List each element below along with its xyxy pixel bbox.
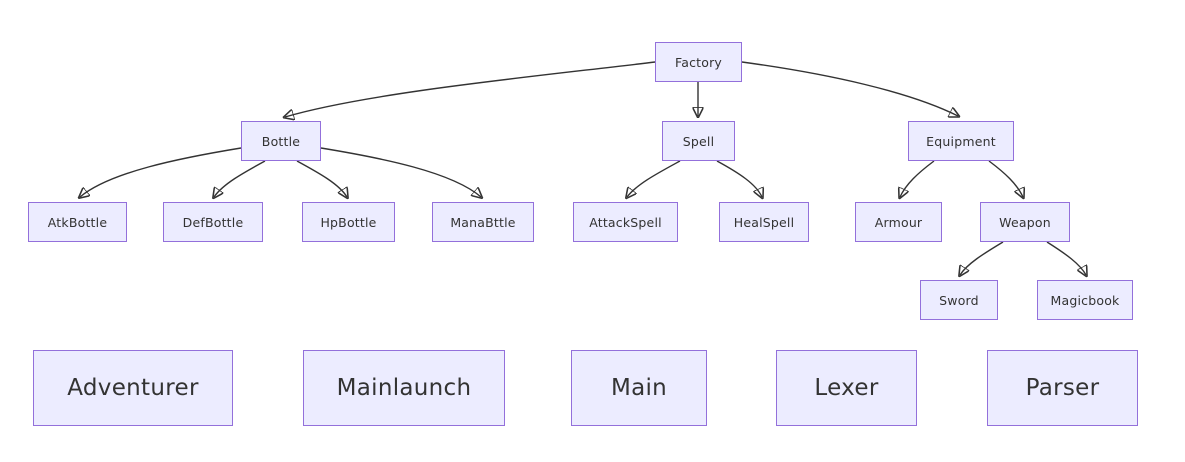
node-healspell: HealSpell xyxy=(719,202,809,242)
node-spell: Spell xyxy=(662,121,735,161)
edge-weapon-magicbook xyxy=(1046,241,1086,275)
edge-bottle-hpbottle xyxy=(296,160,347,197)
node-armour: Armour xyxy=(855,202,942,242)
edge-spell-attackspell xyxy=(627,160,681,197)
node-manabttle: ManaBttle xyxy=(432,202,534,242)
box-mainlaunch: Mainlaunch xyxy=(303,350,505,426)
edge-spell-healspell xyxy=(716,160,762,197)
node-attackspell: AttackSpell xyxy=(573,202,678,242)
node-atkbottle: AtkBottle xyxy=(28,202,127,242)
edge-bottle-atkbottle xyxy=(80,147,242,197)
edge-equipment-weapon xyxy=(988,160,1023,197)
node-magicbook: Magicbook xyxy=(1037,280,1133,320)
edge-equipment-armour xyxy=(900,160,935,197)
node-weapon: Weapon xyxy=(980,202,1070,242)
node-equipment: Equipment xyxy=(908,121,1014,161)
box-lexer: Lexer xyxy=(776,350,917,426)
box-parser: Parser xyxy=(987,350,1138,426)
edge-factory-equipment xyxy=(741,61,958,116)
node-factory: Factory xyxy=(655,42,742,82)
node-sword: Sword xyxy=(920,280,998,320)
node-bottle: Bottle xyxy=(241,121,321,161)
node-hpbottle: HpBottle xyxy=(302,202,395,242)
edge-weapon-sword xyxy=(960,241,1004,275)
edge-bottle-defbottle xyxy=(214,160,266,197)
node-defbottle: DefBottle xyxy=(163,202,263,242)
edge-factory-bottle xyxy=(285,61,656,117)
box-main: Main xyxy=(571,350,707,426)
box-adventurer: Adventurer xyxy=(33,350,233,426)
edge-bottle-manabttle xyxy=(320,147,481,197)
